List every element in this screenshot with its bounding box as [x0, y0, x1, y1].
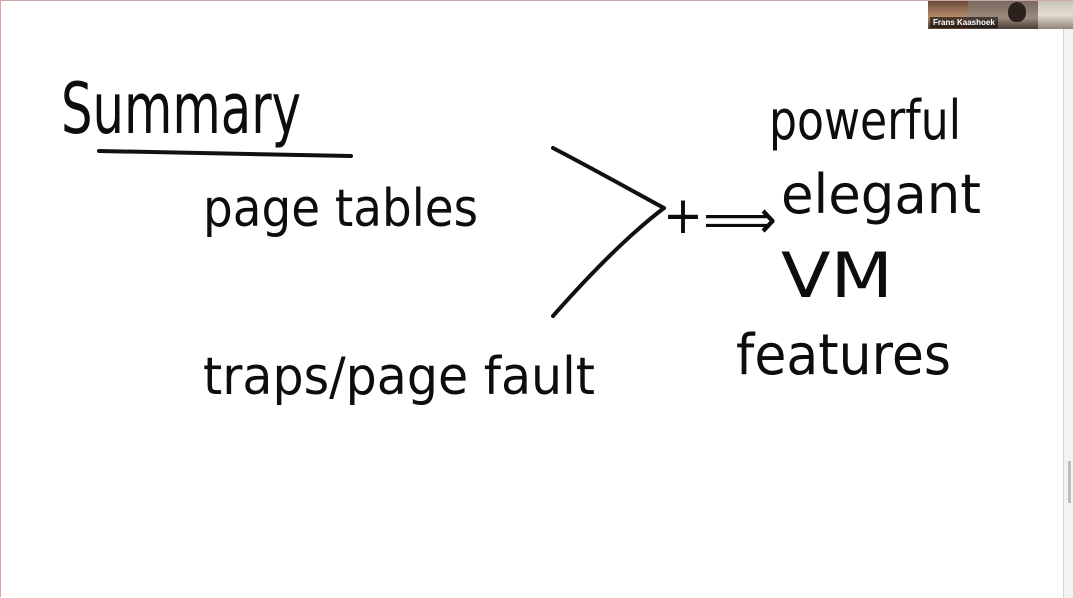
whiteboard-title: Summary — [61, 68, 301, 150]
item-page-tables: page tables — [203, 179, 478, 239]
video-background-right — [1038, 1, 1073, 29]
scrollbar-thumb[interactable] — [1068, 461, 1071, 503]
result-word-features: features — [736, 323, 951, 388]
participant-name-label: Frans Kaashoek — [930, 17, 998, 28]
result-word-powerful: powerful — [769, 89, 961, 152]
participant-silhouette — [1008, 2, 1026, 22]
title-underline — [97, 149, 353, 158]
vertical-scrollbar[interactable] — [1063, 1, 1073, 598]
upper-connector-line — [551, 146, 666, 210]
result-word-vm: VM — [781, 239, 893, 312]
lower-connector-line — [551, 206, 666, 318]
result-word-elegant: elegant — [781, 163, 981, 226]
plus-sign: + — [663, 186, 703, 246]
implies-arrow: ⟹ — [703, 188, 777, 251]
item-traps-page-fault: traps/page fault — [203, 347, 595, 407]
participant-video-thumbnail[interactable]: Frans Kaashoek — [928, 1, 1073, 29]
